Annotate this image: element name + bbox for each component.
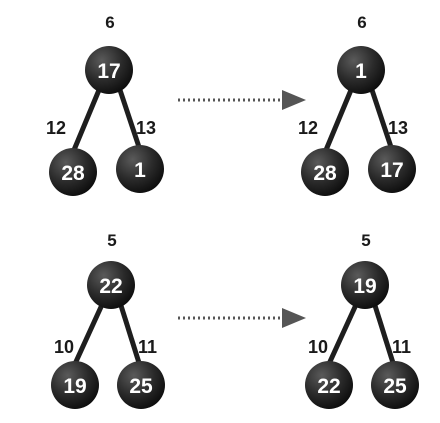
left-child-value: 28	[61, 162, 85, 185]
right-child-value: 17	[380, 159, 403, 182]
left-child-node: 19	[51, 361, 99, 409]
arrow-head-icon	[282, 90, 306, 110]
left-child-value: 19	[63, 375, 86, 398]
right-child-value: 1	[134, 159, 146, 182]
right-edge-label: 11	[138, 337, 157, 357]
root-top-label: 5	[107, 231, 116, 250]
left-child-node: 22	[305, 361, 353, 409]
arrow-head-icon	[282, 308, 306, 328]
left-edge-line	[325, 294, 363, 368]
left-child-node: 28	[49, 148, 97, 196]
right-edge-label: 13	[136, 118, 156, 138]
right-edge-line	[369, 295, 397, 367]
root-top-label: 5	[361, 231, 370, 250]
right-edge-line	[115, 295, 143, 367]
right-child-node: 17	[368, 145, 416, 193]
right-child-node: 25	[117, 361, 165, 409]
root-node: 17	[85, 46, 133, 94]
root-node-value: 22	[99, 275, 122, 298]
root-node: 22	[87, 261, 135, 309]
tree-bottom-right: 5 10 11 19 22 25	[305, 231, 419, 409]
arrow-top	[178, 90, 306, 110]
right-edge-label: 13	[388, 118, 408, 138]
root-node-value: 17	[97, 60, 120, 83]
arrow-bottom	[178, 308, 306, 328]
tree-top-right: 6 12 13 1 28 17	[298, 13, 416, 196]
root-node: 1	[337, 46, 385, 94]
root-top-label: 6	[105, 13, 114, 32]
tree-bottom-left: 5 10 11 22 19 25	[51, 231, 165, 409]
tree-top-left: 6 12 13 17 28 1	[46, 13, 164, 196]
right-child-value: 25	[383, 375, 407, 398]
left-edge-line	[71, 294, 109, 368]
left-edge-label: 12	[298, 118, 318, 138]
left-child-node: 28	[301, 148, 349, 196]
left-child-value: 28	[313, 162, 337, 185]
right-child-node: 1	[116, 145, 164, 193]
right-child-node: 25	[371, 361, 419, 409]
right-child-value: 25	[129, 375, 153, 398]
left-edge-label: 10	[308, 337, 328, 357]
left-child-value: 22	[317, 375, 340, 398]
left-edge-label: 10	[54, 337, 74, 357]
root-node: 19	[341, 261, 389, 309]
root-node-value: 19	[353, 275, 376, 298]
right-edge-label: 11	[392, 337, 411, 357]
root-node-value: 1	[355, 60, 367, 83]
left-edge-label: 12	[46, 118, 66, 138]
root-top-label: 6	[357, 13, 366, 32]
